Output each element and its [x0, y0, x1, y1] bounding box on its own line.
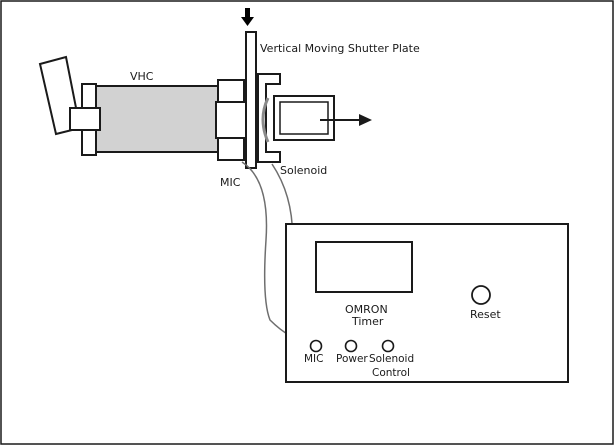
solenoid-label: Solenoid [280, 164, 327, 177]
solenoid [257, 73, 335, 163]
port-mic-label: MIC [304, 353, 324, 365]
omron-timer-display [315, 241, 413, 293]
timer-label-line1: OMRON [345, 303, 388, 316]
mic-clamp [215, 79, 247, 161]
reset-button[interactable] [471, 285, 491, 305]
port-power-label: Power [336, 353, 368, 365]
vhc-label: VHC [130, 70, 154, 83]
reset-label: Reset [470, 308, 501, 321]
solenoid-port [381, 339, 395, 353]
mic-port [309, 339, 323, 353]
timer-label-line2: Timer [351, 315, 384, 328]
port-solenoid-label-line1: Solenoid [369, 353, 414, 365]
vhc-cylinder [69, 83, 221, 156]
port-solenoid-label-line2: Control [372, 367, 410, 379]
mic-label: MIC [220, 176, 241, 189]
shutter-plate [245, 31, 257, 169]
movement-arrow-icon [320, 114, 372, 126]
shutter-label: Vertical Moving Shutter Plate [260, 42, 420, 55]
power-port [344, 339, 358, 353]
shutter-down-arrow-icon [241, 8, 254, 26]
